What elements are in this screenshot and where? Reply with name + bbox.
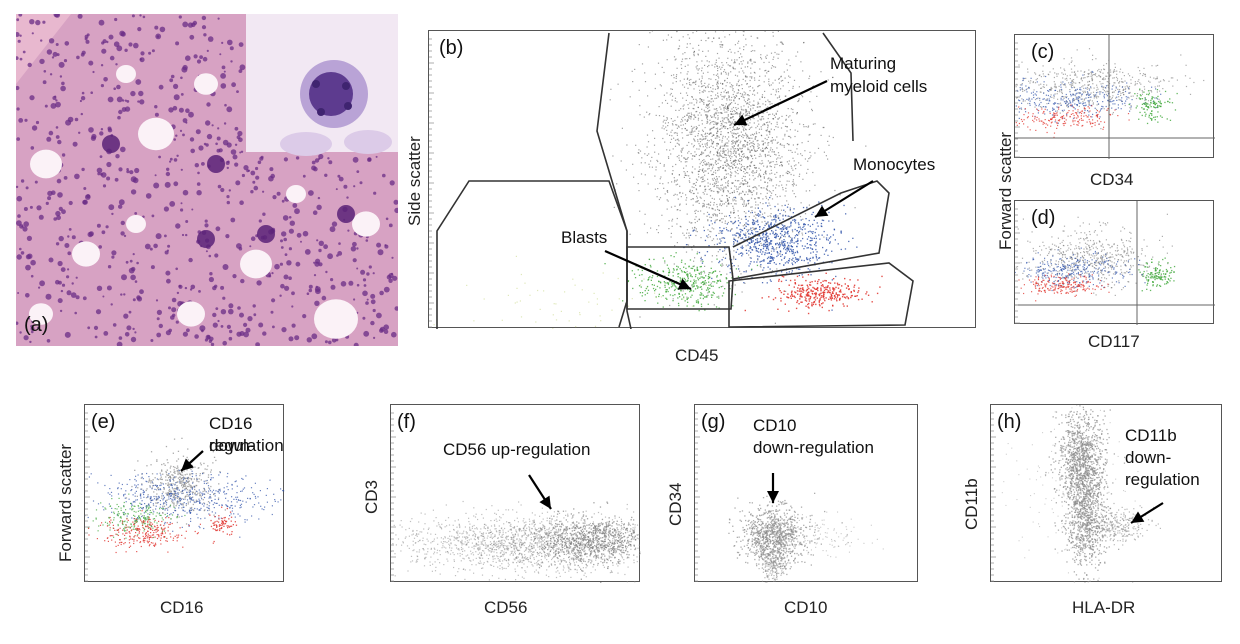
- panel-b-ylabel: Side scatter: [405, 136, 424, 226]
- panel-e-svg: [85, 412, 285, 582]
- event-cluster: [1015, 70, 1162, 125]
- axis-ticks: [85, 412, 90, 582]
- event-cluster: [433, 255, 707, 329]
- event-cluster: [758, 535, 789, 583]
- event-cluster: [1015, 48, 1205, 130]
- panel-b-svg: [429, 31, 914, 329]
- panel-cd-ylabel: Forward scatter: [996, 131, 1015, 250]
- panel-g-xlabel: CD10: [784, 598, 828, 617]
- panel-c-xlabel: CD34: [1090, 170, 1134, 189]
- panel-b-plot: (b) Maturing myeloid cells Monocytes Bla…: [428, 30, 976, 329]
- event-cluster: [683, 196, 858, 311]
- event-cluster: [88, 510, 214, 554]
- gates: [436, 32, 914, 329]
- panel-e-plot: (e) CD16 down- regulation: [84, 404, 285, 582]
- panel-f-xlabel: CD56: [484, 598, 528, 617]
- event-cluster: [604, 252, 759, 312]
- panel-g-ylabel: CD34: [666, 482, 685, 526]
- event-cluster: [1015, 104, 1130, 138]
- panel-e-annotation-line2: regulation: [209, 436, 284, 455]
- histology-svg: [16, 14, 398, 346]
- annotation-arrow: [767, 473, 779, 503]
- panel-f-label: (f): [397, 411, 416, 433]
- panel-e-ylabel: Forward scatter: [56, 443, 75, 562]
- panel-g-annotation-line2: down-regulation: [753, 438, 874, 457]
- event-cluster: [1138, 257, 1176, 292]
- annotation-arrow: [604, 249, 692, 291]
- annotation-arrow: [528, 474, 552, 510]
- axis-ticks: [991, 412, 996, 582]
- annotation-blasts: Blasts: [561, 228, 608, 247]
- panel-d-label: (d): [1031, 207, 1056, 229]
- annotation-maturing-line2: myeloid cells: [830, 77, 928, 96]
- panel-g-label: (g): [701, 411, 726, 433]
- event-cluster: [744, 271, 883, 315]
- annotation-monocytes: Monocytes: [853, 155, 936, 174]
- event-cluster: [609, 31, 867, 324]
- panel-b-xlabel: CD45: [675, 346, 719, 365]
- panel-a-label: (a): [24, 314, 49, 336]
- annotation-arrow: [180, 450, 204, 472]
- panel-g-annotation-line1: CD10: [753, 416, 797, 435]
- histology-image: (a): [16, 14, 398, 346]
- event-cluster: [517, 501, 637, 583]
- panel-d-xlabel: CD117: [1088, 332, 1140, 351]
- quadrant-lines: [1015, 201, 1215, 325]
- event-cluster: [1044, 405, 1126, 529]
- panel-h-annotation-line2: down-: [1125, 448, 1172, 467]
- event-cluster: [728, 492, 843, 576]
- panel-e-xlabel: CD16: [160, 598, 204, 617]
- event-cluster: [759, 511, 884, 567]
- panel-e-label: (e): [91, 411, 116, 433]
- panel-g-svg: [695, 412, 884, 583]
- event-cluster: [1128, 88, 1178, 125]
- panel-e-annotation-line1: CD16 down-: [209, 414, 256, 455]
- panel-d-svg: [1015, 201, 1215, 325]
- panel-f-annotation: CD56 up-regulation: [443, 440, 591, 459]
- panel-f-ylabel: CD3: [362, 479, 381, 514]
- event-cluster: [209, 506, 238, 543]
- axis-ticks: [1015, 42, 1020, 158]
- panel-h-plot: (h) CD11b down- regulation: [990, 404, 1222, 583]
- event-cluster: [1071, 502, 1161, 547]
- panel-f-svg: [391, 412, 641, 583]
- panel-g-plot: (g) CD10 down-regulation: [694, 404, 918, 583]
- annotation-arrow: [814, 180, 874, 218]
- axis-ticks: [1015, 208, 1020, 324]
- panel-h-annotation-line3: regulation: [1125, 470, 1200, 489]
- event-cluster: [1018, 273, 1110, 302]
- axis-ticks: [391, 412, 396, 582]
- axis-ticks: [429, 38, 434, 328]
- panel-c-label: (c): [1031, 41, 1055, 63]
- axis-ticks: [695, 412, 700, 582]
- annotation-arrow: [733, 80, 828, 126]
- quadrant-lines: [1015, 35, 1215, 159]
- annotation-maturing-line1: Maturing: [830, 54, 897, 73]
- panel-f-plot: (f) CD56 up-regulation: [390, 404, 641, 583]
- panel-b-label: (b): [439, 37, 464, 59]
- panel-h-ylabel: CD11b: [962, 478, 981, 530]
- panel-h-label: (h): [997, 411, 1022, 433]
- event-cluster: [1015, 247, 1146, 292]
- panel-d-plot: (d): [1014, 200, 1215, 325]
- panel-h-xlabel: HLA-DR: [1072, 598, 1136, 617]
- annotation-arrow: [1130, 502, 1164, 524]
- panel-h-annotation-line1: CD11b: [1125, 426, 1177, 445]
- panel-c-svg: [1015, 35, 1215, 159]
- event-cluster: [1053, 432, 1120, 583]
- panel-c-plot: (c): [1014, 34, 1215, 159]
- panel-h-svg: [991, 405, 1164, 583]
- event-cluster: [1001, 407, 1139, 583]
